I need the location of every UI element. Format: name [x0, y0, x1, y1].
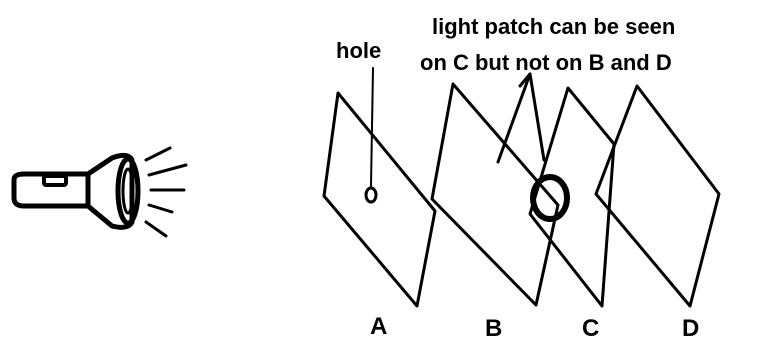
card-c	[528, 86, 616, 308]
note-line-2: on C but not on B and D	[420, 50, 672, 75]
note-pointers	[496, 72, 546, 164]
card-label-c: C	[582, 315, 599, 338]
card-a	[322, 67, 437, 308]
card-label-b: B	[485, 315, 502, 338]
hole-leader-line	[370, 67, 374, 187]
note-line-1: light patch can be seen	[432, 14, 675, 39]
card-b	[430, 82, 560, 307]
hole-label: hole	[336, 38, 381, 63]
card-d	[594, 84, 721, 308]
card-label-d: D	[682, 315, 699, 338]
hole-marker	[364, 186, 378, 204]
light-patch	[530, 174, 570, 222]
flashlight-icon	[11, 152, 141, 230]
card-label-a: A	[370, 313, 387, 338]
light-rays	[144, 146, 188, 238]
